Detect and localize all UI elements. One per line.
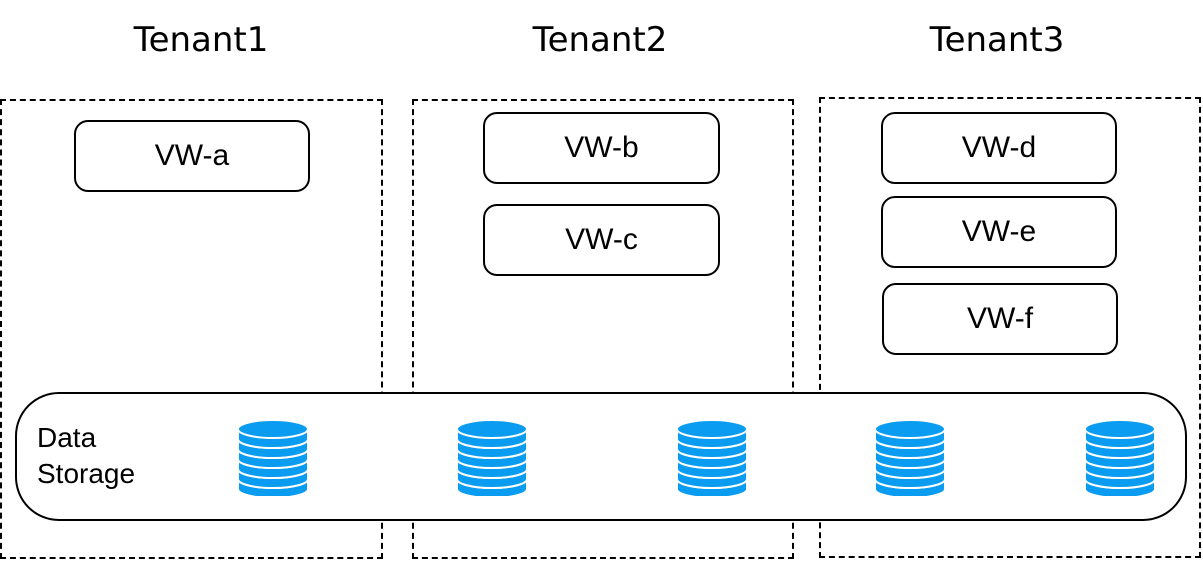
- vw-e-box: VW-e: [881, 196, 1117, 268]
- database-icon: [237, 420, 309, 496]
- vw-c-box: VW-c: [483, 204, 720, 276]
- database-icon: [676, 420, 748, 496]
- tenant-1-boundary: [0, 99, 383, 559]
- vw-b-box: VW-b: [483, 112, 720, 184]
- data-storage-container: Data Storage: [15, 392, 1187, 521]
- vw-a-box: VW-a: [74, 120, 310, 192]
- tenant-3-boundary: [819, 97, 1201, 558]
- vw-f-box: VW-f: [882, 283, 1118, 355]
- database-icon: [1084, 420, 1156, 496]
- tenant-2-boundary: [412, 99, 794, 559]
- database-icon: [456, 420, 528, 496]
- data-storage-label-line1: Data: [37, 422, 97, 453]
- data-storage-label: Data Storage: [37, 420, 135, 493]
- database-icon: [874, 420, 946, 496]
- tenant-3-title: Tenant3: [929, 20, 1065, 60]
- vw-d-box: VW-d: [881, 112, 1117, 184]
- data-storage-label-line2: Storage: [37, 458, 136, 490]
- tenant-2-title: Tenant2: [532, 20, 668, 60]
- tenant-1-title: Tenant1: [133, 20, 269, 60]
